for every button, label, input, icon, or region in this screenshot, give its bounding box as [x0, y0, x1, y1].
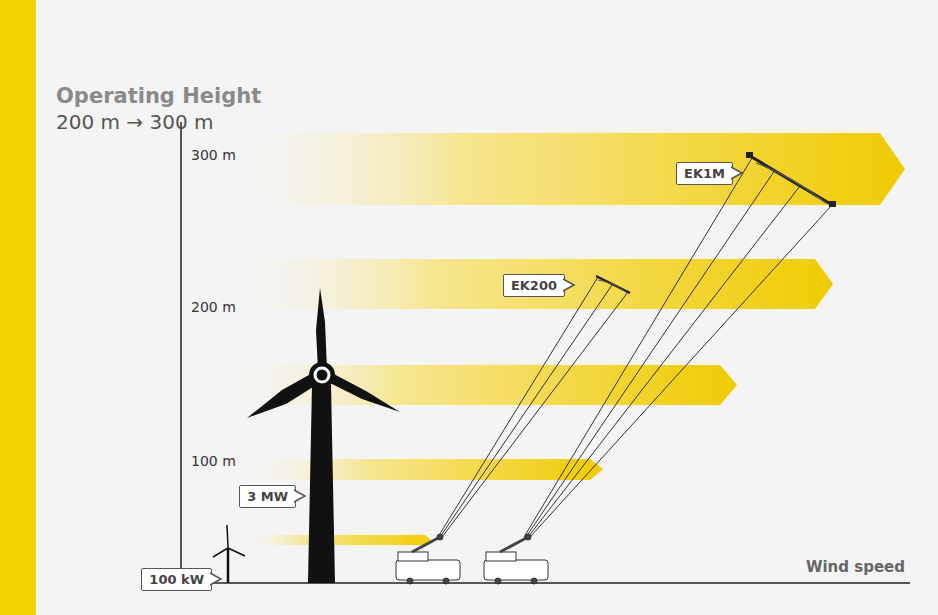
large-turbine — [247, 288, 400, 583]
axes — [180, 122, 910, 584]
kites — [596, 152, 836, 293]
callout-pointer — [563, 278, 575, 292]
callout-label: 100 kW — [149, 572, 204, 587]
callout-label: EK1M — [684, 166, 725, 181]
axis-title: Wind speed — [806, 558, 905, 576]
callout-box: EK200 — [503, 274, 565, 297]
axis-tick-label: 300 m — [191, 147, 236, 163]
axis-tick-label: 100 m — [191, 453, 236, 469]
callout-pointer — [210, 572, 222, 586]
callout-box: EK1M — [676, 162, 733, 185]
title: Operating Height — [56, 84, 261, 108]
callout-label: EK200 — [511, 278, 557, 293]
callout-pointer — [294, 489, 306, 503]
axis-tick-label: 200 m — [191, 299, 236, 315]
ground-stations — [396, 534, 548, 584]
callout-box: 100 kW — [141, 568, 212, 591]
subtitle: 200 m → 300 m — [56, 110, 214, 134]
callout-box: 3 MW — [239, 485, 296, 508]
tethers — [438, 158, 832, 537]
callout-pointer — [731, 166, 743, 180]
side-bar — [0, 0, 36, 615]
small-turbine — [213, 525, 245, 583]
callout-label: 3 MW — [247, 489, 288, 504]
